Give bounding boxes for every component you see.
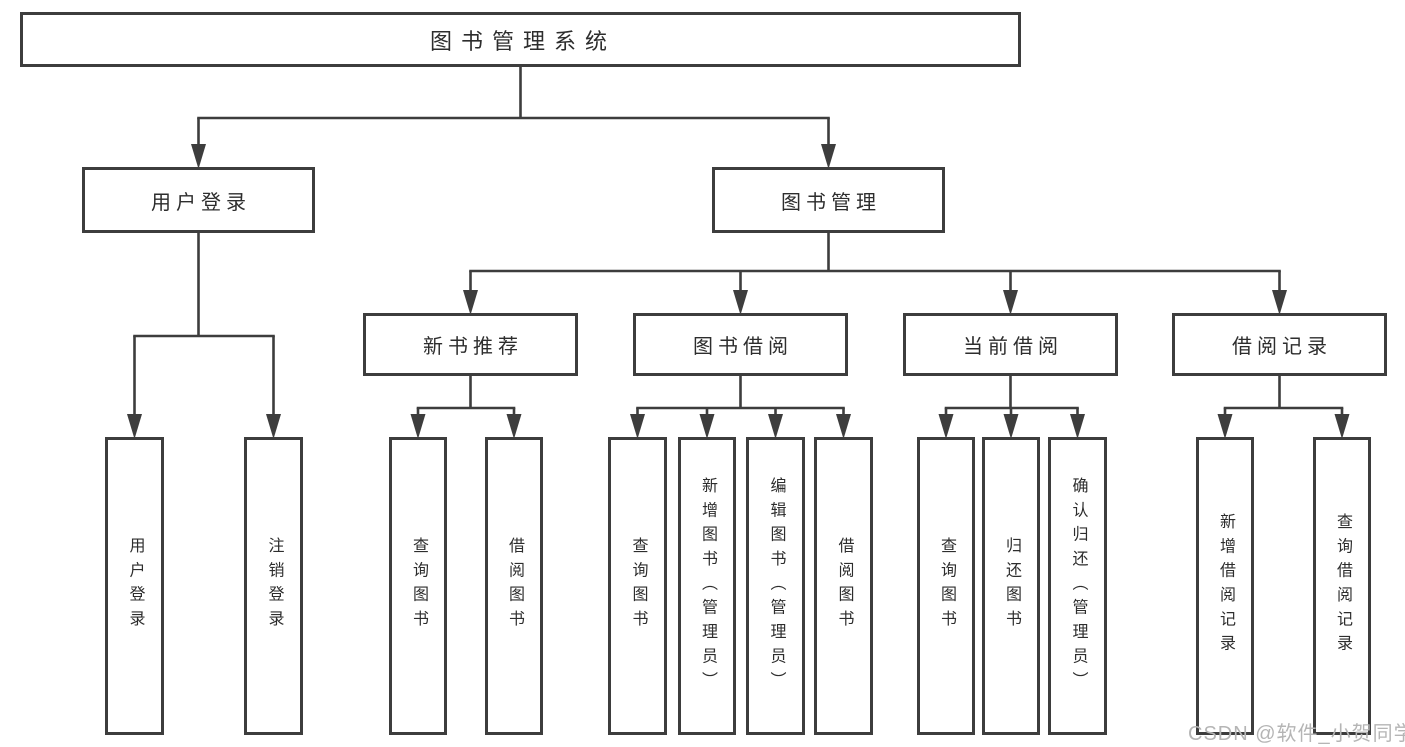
connector-arrowhead [506, 414, 522, 439]
diagram-node-new-book-rec: 新书推荐 [363, 313, 578, 376]
node-label: 注销登录 [265, 537, 283, 635]
connector-arrowhead [699, 414, 715, 439]
diagram-node-query-books-current: 查询图书 [917, 437, 975, 735]
diagram-node-book-borrow: 图书借阅 [633, 313, 848, 376]
connector-arrowhead [1217, 414, 1233, 439]
node-label: 查询图书 [938, 537, 955, 635]
diagram-node-edit-books-admin: 编辑图书（管理员） [746, 437, 805, 735]
connector-arrowhead [266, 414, 281, 439]
connector-arrowhead [463, 290, 478, 315]
node-label: 新书推荐 [423, 336, 523, 358]
connector-arrowhead [733, 290, 748, 315]
connector-arrowhead [1334, 414, 1350, 439]
diagram-node-user-login: 用户登录 [105, 437, 164, 735]
diagram-node-borrow-records: 借阅记录 [1172, 313, 1387, 376]
diagram-node-return-books: 归还图书 [982, 437, 1040, 735]
connector-arrowhead [836, 414, 851, 439]
node-label: 归还图书 [1003, 537, 1020, 635]
connector-arrowhead [1272, 290, 1287, 315]
node-label: 新增图书（管理员） [699, 476, 716, 696]
watermark: CSDN @软件_小贺同学 [1188, 723, 1405, 745]
node-label: 图书管理系统 [429, 28, 616, 54]
node-label: 图书管理 [781, 191, 881, 214]
diagram-node-confirm-return-admin: 确认归还（管理员） [1048, 437, 1107, 735]
diagram-node-book-mgmt: 图书管理 [712, 167, 945, 233]
node-label: 确认归还（管理员） [1069, 476, 1087, 696]
diagram-node-query-borrow-record: 查询借阅记录 [1313, 437, 1371, 735]
diagram-node-logout: 注销登录 [244, 437, 303, 735]
connector-arrowhead [938, 414, 954, 439]
connector-arrowhead [1003, 414, 1019, 439]
node-label: 新增借阅记录 [1217, 513, 1234, 659]
diagram-node-user-login-branch: 用户登录 [82, 167, 315, 233]
diagram-node-add-books-admin: 新增图书（管理员） [678, 437, 736, 735]
connector-arrowhead [127, 414, 142, 439]
node-label: 用户登录 [126, 537, 144, 635]
connector-arrowhead [768, 414, 783, 439]
diagram-node-add-borrow-record: 新增借阅记录 [1196, 437, 1254, 735]
node-label: 当前借阅 [963, 336, 1063, 358]
node-label: 查询图书 [410, 537, 427, 635]
node-label: 用户登录 [151, 191, 251, 214]
diagram-node-query-books-new: 查询图书 [389, 437, 447, 735]
node-label: 图书借阅 [693, 336, 793, 358]
node-label: 编辑图书（管理员） [767, 476, 785, 696]
connector-arrowhead [191, 144, 206, 169]
node-label: 借阅图书 [835, 537, 853, 635]
connector-arrowhead [1070, 414, 1085, 439]
connector-arrowhead [410, 414, 426, 439]
diagram-node-borrow-books-new: 借阅图书 [485, 437, 543, 735]
node-label: 查询借阅记录 [1334, 513, 1351, 659]
diagram-node-query-books-borrow: 查询图书 [608, 437, 667, 735]
diagram-node-root: 图书管理系统 [20, 12, 1021, 67]
node-label: 借阅图书 [506, 537, 523, 635]
connector-arrowhead [1003, 290, 1018, 315]
connector-arrowhead [630, 414, 645, 439]
connector-arrowhead [821, 144, 836, 169]
diagram-node-current-borrow: 当前借阅 [903, 313, 1118, 376]
node-label: 借阅记录 [1232, 336, 1332, 358]
diagram-node-borrow-books-2: 借阅图书 [814, 437, 873, 735]
node-label: 查询图书 [629, 537, 647, 635]
